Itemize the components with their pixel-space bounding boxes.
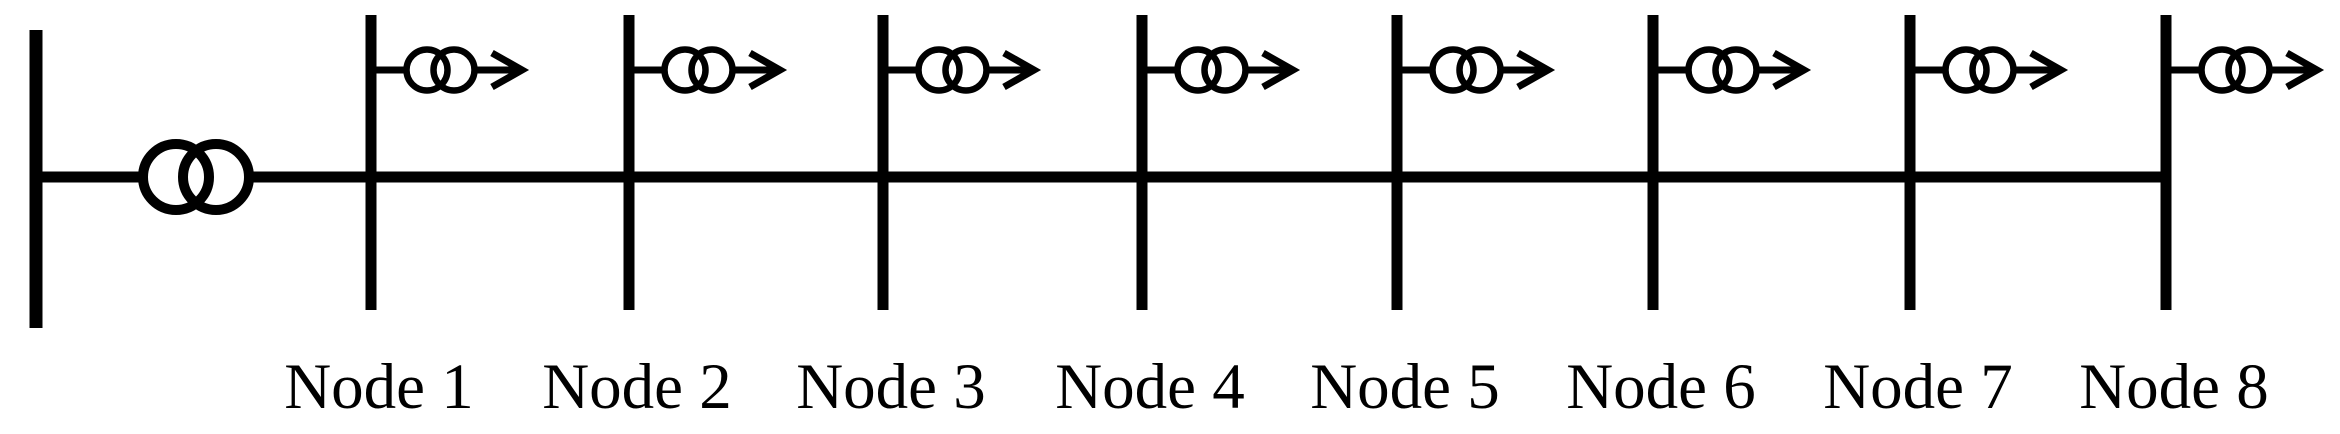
node-group-3: Node 3	[796, 15, 1042, 423]
load-arrow-icon	[1261, 49, 1301, 91]
node-label: Node 3	[796, 351, 986, 423]
load-transformer-icon	[1456, 46, 1504, 94]
node-label: Node 8	[2079, 351, 2269, 423]
load-transformer-icon	[1174, 46, 1222, 94]
main-transformer-icon	[138, 139, 254, 215]
load-transformer-icon	[1712, 46, 1760, 94]
transformer-winding-outline	[138, 139, 214, 215]
load-transformer-icon	[1429, 46, 1477, 94]
node-label: Node 7	[1823, 351, 2013, 423]
node-group-1: Node 1	[284, 15, 530, 423]
load-transformer-icon	[915, 46, 963, 94]
load-transformer-icon	[1942, 46, 1990, 94]
load-transformer-icon	[1969, 46, 2017, 94]
node-group-4: Node 4	[1055, 15, 1301, 423]
node-group-7: Node 7	[1823, 15, 2069, 423]
load-arrow-icon	[490, 49, 530, 91]
node-group-8: Node 8	[2079, 15, 2325, 423]
node-group-6: Node 6	[1566, 15, 1812, 423]
load-arrow-icon	[1516, 49, 1556, 91]
load-transformer-icon	[430, 46, 478, 94]
load-arrow-icon	[748, 49, 788, 91]
node-group-2: Node 2	[542, 15, 788, 423]
node-group-5: Node 5	[1310, 15, 1556, 423]
load-transformer-icon	[2225, 46, 2273, 94]
load-transformer-icon	[688, 46, 736, 94]
load-transformer-icon	[403, 46, 451, 94]
load-arrow-icon	[2285, 49, 2325, 91]
load-transformer-icon	[1685, 46, 1733, 94]
load-transformer-icon	[942, 46, 990, 94]
node-label: Node 4	[1055, 351, 1245, 423]
load-transformer-icon	[661, 46, 709, 94]
transformer-winding-outline	[178, 139, 254, 215]
node-label: Node 5	[1310, 351, 1500, 423]
load-arrow-icon	[1002, 49, 1042, 91]
load-arrow-icon	[2029, 49, 2069, 91]
node-label: Node 1	[284, 351, 474, 423]
node-label: Node 6	[1566, 351, 1756, 423]
load-transformer-icon	[2198, 46, 2246, 94]
node-label: Node 2	[542, 351, 732, 423]
load-arrow-icon	[1772, 49, 1812, 91]
load-transformer-icon	[1201, 46, 1249, 94]
